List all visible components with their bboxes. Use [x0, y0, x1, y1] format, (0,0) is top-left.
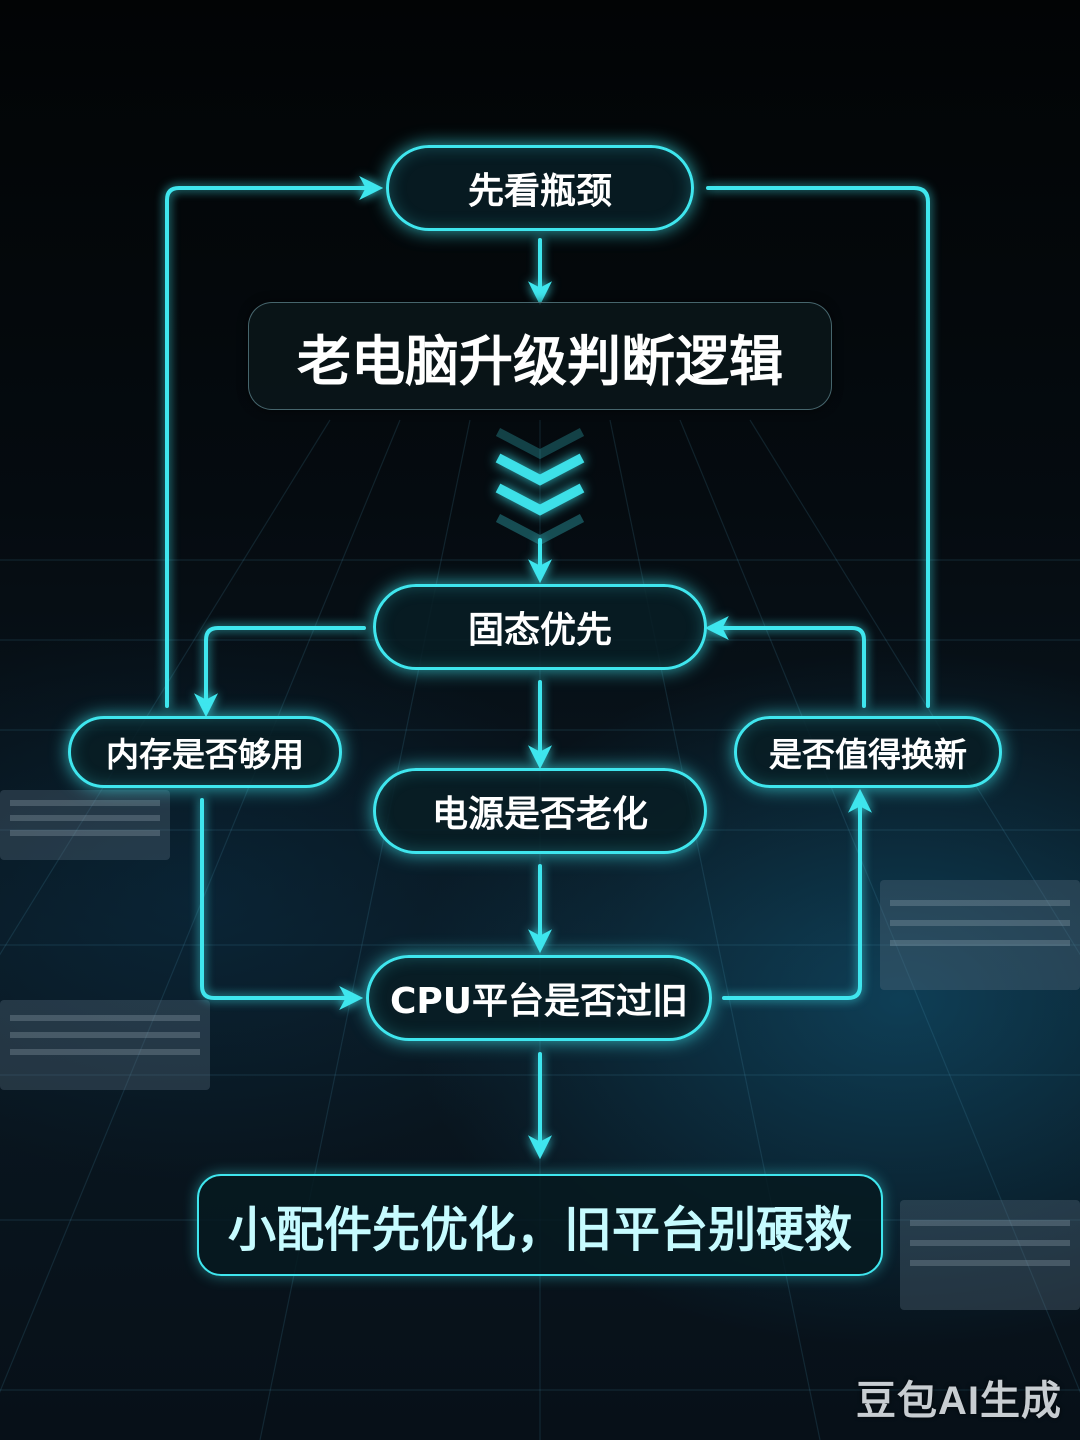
chevron-down-icon — [495, 428, 585, 546]
arrow-renew-to-ssd — [704, 616, 866, 708]
line-top-to-renew — [706, 186, 930, 708]
arrow-ssd-to-memory — [194, 626, 366, 718]
node-check-bottleneck: 先看瓶颈 — [386, 145, 694, 231]
node-ssd-first: 固态优先 — [373, 584, 707, 670]
node-cpu-platform-old: CPU平台是否过旧 — [366, 955, 712, 1041]
watermark: 豆包AI生成 — [856, 1379, 1062, 1423]
arrow-memory-to-cpu — [200, 798, 364, 1010]
node-conclusion: 小配件先优化，旧平台别硬救 — [197, 1174, 883, 1276]
arrow-memory-loop-to-top — [165, 176, 384, 708]
node-psu-aging: 电源是否老化 — [373, 768, 707, 854]
node-memory-sufficient: 内存是否够用 — [68, 716, 342, 788]
diagram-title: 老电脑升级判断逻辑 — [248, 302, 832, 410]
arrow-cpu-to-renew — [722, 788, 872, 1000]
node-worth-replacing: 是否值得换新 — [734, 716, 1002, 788]
